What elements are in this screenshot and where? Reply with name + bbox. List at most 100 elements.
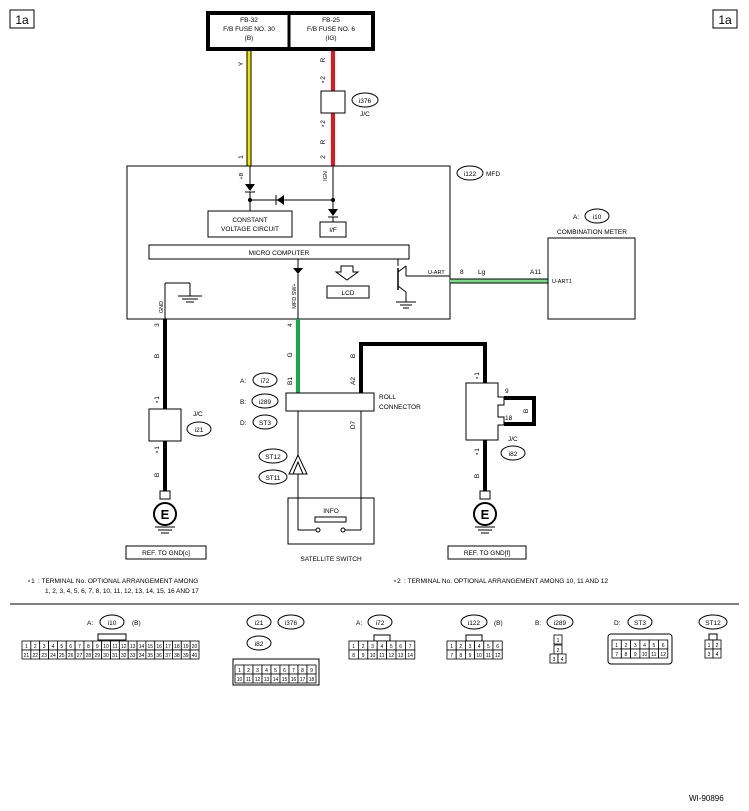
pin-number: 10 bbox=[237, 677, 243, 683]
pin-number: 10 bbox=[642, 652, 648, 658]
pin-number: 24 bbox=[50, 653, 56, 659]
pin-d7-label: D7 bbox=[350, 420, 357, 429]
pin-number: 5 bbox=[60, 644, 63, 650]
pin-number: 22 bbox=[32, 653, 38, 659]
if-label: I/F bbox=[329, 227, 337, 234]
roll-d-prefix: D: bbox=[240, 420, 247, 427]
fuse-left-line2: F/B FUSE NO. 30 bbox=[223, 26, 275, 33]
jc-i82-oval bbox=[500, 445, 526, 461]
meter-prefix: A: bbox=[573, 214, 579, 221]
pin-number: 34 bbox=[139, 653, 145, 659]
pin-number: 11 bbox=[651, 652, 656, 658]
pin-number: 36 bbox=[156, 653, 162, 659]
pin-number: 1 bbox=[615, 643, 618, 649]
pin-number: 1 bbox=[25, 644, 28, 650]
roll-connector-line1: ROLL bbox=[379, 394, 396, 401]
pin-number: 30 bbox=[103, 653, 109, 659]
star2-bottom-label: ⋆2 bbox=[320, 120, 327, 128]
gnd-label: GND bbox=[159, 301, 165, 313]
conn-i72-latch bbox=[373, 634, 391, 642]
pin-number: 9 bbox=[96, 644, 99, 650]
jc-i21-oval bbox=[186, 421, 212, 437]
pin-number: 1 bbox=[450, 644, 453, 650]
micro-computer-box bbox=[148, 244, 410, 260]
pin-cell bbox=[712, 648, 722, 659]
conn-i82-id: i82 bbox=[255, 641, 264, 648]
pin-number: 4 bbox=[265, 668, 268, 674]
wire-lg-label: Lg bbox=[478, 269, 486, 276]
switch-contact-left bbox=[315, 527, 321, 533]
pin-number: 13 bbox=[398, 653, 404, 659]
conn-st12-id: ST12 bbox=[705, 620, 721, 627]
lcd-arrow-icon bbox=[334, 265, 360, 281]
conn-i21-id: i21 bbox=[255, 620, 264, 627]
page-tag-right-box bbox=[712, 9, 738, 29]
wire-b-mid-label: B bbox=[350, 354, 357, 358]
conn-i10-suffix: (B) bbox=[132, 620, 141, 627]
pin-number: 11 bbox=[379, 653, 384, 659]
ground-right-icon bbox=[473, 502, 497, 526]
fuse-right-line3: (IG) bbox=[325, 35, 336, 42]
pin-number: 26 bbox=[68, 653, 74, 659]
ground-right-symbol: E bbox=[481, 507, 490, 522]
note-2-mark: ⋆2 bbox=[393, 578, 401, 585]
pin-number: 3 bbox=[553, 657, 556, 663]
diode-ign-icon bbox=[328, 209, 338, 216]
fuse-left-line3: (B) bbox=[245, 35, 254, 42]
jc-i21-id: i21 bbox=[195, 427, 204, 434]
st12-id: ST12 bbox=[265, 454, 281, 461]
pin-number: 5 bbox=[274, 668, 277, 674]
pin-number: 10 bbox=[476, 653, 482, 659]
pin-number: 2 bbox=[247, 668, 250, 674]
roll-d-oval bbox=[252, 414, 278, 430]
pin-number: 7 bbox=[615, 652, 618, 658]
pin-number: 21 bbox=[24, 653, 30, 659]
pin-number: 2 bbox=[362, 644, 365, 650]
pin-number: 9 bbox=[469, 653, 472, 659]
meter-id: i10 bbox=[593, 214, 602, 221]
pin-number: 8 bbox=[87, 644, 90, 650]
pin-number: 13 bbox=[264, 677, 270, 683]
fuse-left-line1: FB-32 bbox=[240, 17, 258, 24]
pin-number: 4 bbox=[381, 644, 384, 650]
fuse-right-line1: FB-25 bbox=[322, 17, 340, 24]
jc-i82-loop-wire bbox=[504, 396, 536, 426]
mfd-sw-label: MFD SW+ bbox=[292, 283, 298, 309]
pin-number: 3 bbox=[256, 668, 259, 674]
jc-i82-label: J/C bbox=[508, 436, 518, 443]
pin-number: 3 bbox=[371, 644, 374, 650]
lcd-label: LCD bbox=[341, 290, 354, 297]
pin-number: 18 bbox=[174, 644, 180, 650]
pin-number: 32 bbox=[121, 653, 127, 659]
combination-meter-box bbox=[547, 237, 636, 320]
mfd-pin-ign-label: IGN bbox=[323, 171, 329, 181]
fuse-right-line2: F/B FUSE NO. 6 bbox=[307, 26, 355, 33]
wire-r-bottom-label: R bbox=[320, 139, 327, 144]
pin-cell bbox=[492, 649, 503, 660]
pin-number: 17 bbox=[300, 677, 306, 683]
pin-number: 38 bbox=[174, 653, 180, 659]
pin-number: 6 bbox=[69, 644, 72, 650]
star1-right-bottom: ⋆1 bbox=[474, 448, 481, 456]
pin-cell bbox=[306, 673, 317, 684]
pin-number: 14 bbox=[139, 644, 145, 650]
ground-left-symbol: E bbox=[161, 507, 170, 522]
page-tag-left-box bbox=[9, 9, 35, 29]
pin-number: 9 bbox=[634, 652, 637, 658]
pin-number: 37 bbox=[165, 653, 171, 659]
conn-i289-id: i289 bbox=[554, 620, 567, 627]
pin-number: 8 bbox=[459, 653, 462, 659]
satellite-switch-name: SATELLITE SWITCH bbox=[300, 556, 362, 563]
mfd-name: MFD bbox=[486, 171, 500, 178]
pin-2-label: 2 bbox=[320, 155, 327, 159]
pin-cell bbox=[404, 649, 416, 660]
roll-connector-line2: CONNECTOR bbox=[379, 404, 421, 411]
pin-number: 2 bbox=[557, 648, 560, 654]
pin-number: 7 bbox=[409, 644, 412, 650]
conn-i376-oval bbox=[277, 614, 305, 630]
jc-i376-id: i376 bbox=[359, 98, 372, 105]
